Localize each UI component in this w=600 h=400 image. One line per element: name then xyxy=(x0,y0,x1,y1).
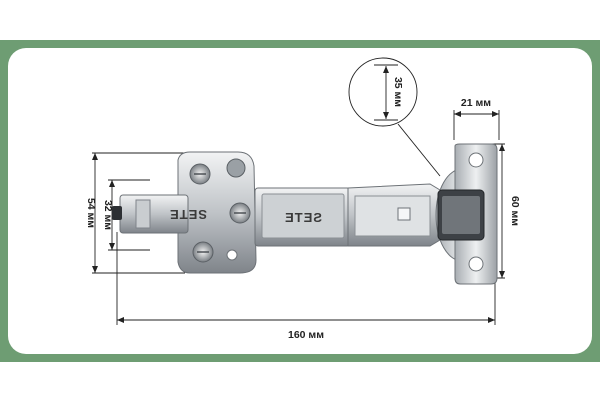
label-160-mm: 160 мм xyxy=(288,329,324,341)
dimension-arrowheads xyxy=(92,66,505,323)
brand-stamps: SETE SETE xyxy=(169,207,322,225)
label-32-mm: 32 мм xyxy=(102,200,114,230)
label-60-mm: 60 мм xyxy=(509,196,521,226)
label-35-mm: 35 мм xyxy=(392,77,404,107)
brand-stamp-left: SETE xyxy=(169,207,207,222)
brand-stamp-arm: SETE xyxy=(284,210,322,225)
label-54-mm: 54 мм xyxy=(85,198,97,228)
dimension-lines xyxy=(92,57,505,325)
label-21-mm: 21 мм xyxy=(461,97,491,109)
hinge-image xyxy=(112,143,498,285)
